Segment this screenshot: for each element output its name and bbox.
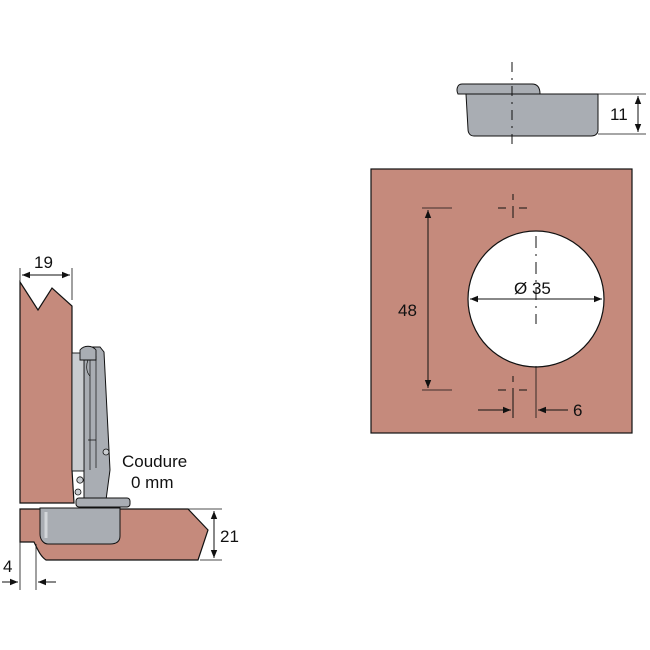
dim-6-label: 6: [573, 401, 582, 420]
dim-21-label: 21: [220, 527, 239, 546]
dim-35-label: Ø 35: [514, 279, 551, 298]
screw-mark-bottom: [498, 376, 527, 418]
cup-profile-flange: [456, 83, 541, 95]
cup-profile-view: 11: [456, 62, 646, 150]
dim-4-label: 4: [3, 557, 12, 576]
dim-11-label: 11: [610, 105, 628, 124]
hinge-arm-detail: [86, 355, 97, 470]
coudure-value: 0 mm: [131, 473, 174, 492]
hinge-cup: [39, 507, 121, 545]
hinge-plate: [71, 352, 85, 472]
drilling-front-view: Ø 35 48 6: [370, 168, 633, 434]
adjustment-screw-3: [74, 488, 82, 496]
hinge-arm: [83, 346, 111, 501]
dim-19-label: 19: [34, 253, 53, 272]
cup-profile-body: [465, 93, 599, 137]
hinge-knuckle: [79, 345, 97, 361]
door-panel: [19, 279, 75, 504]
side-view: 19 21 4 Coudure 0 mm: [2, 253, 239, 590]
hinge-cup-flange: [75, 497, 131, 508]
screw-mark-top: [498, 194, 527, 218]
coudure-label: Coudure: [122, 452, 187, 471]
adjustment-screw-1: [102, 448, 110, 456]
adjustment-screw-2: [76, 476, 84, 484]
dim-48-label: 48: [398, 301, 417, 320]
